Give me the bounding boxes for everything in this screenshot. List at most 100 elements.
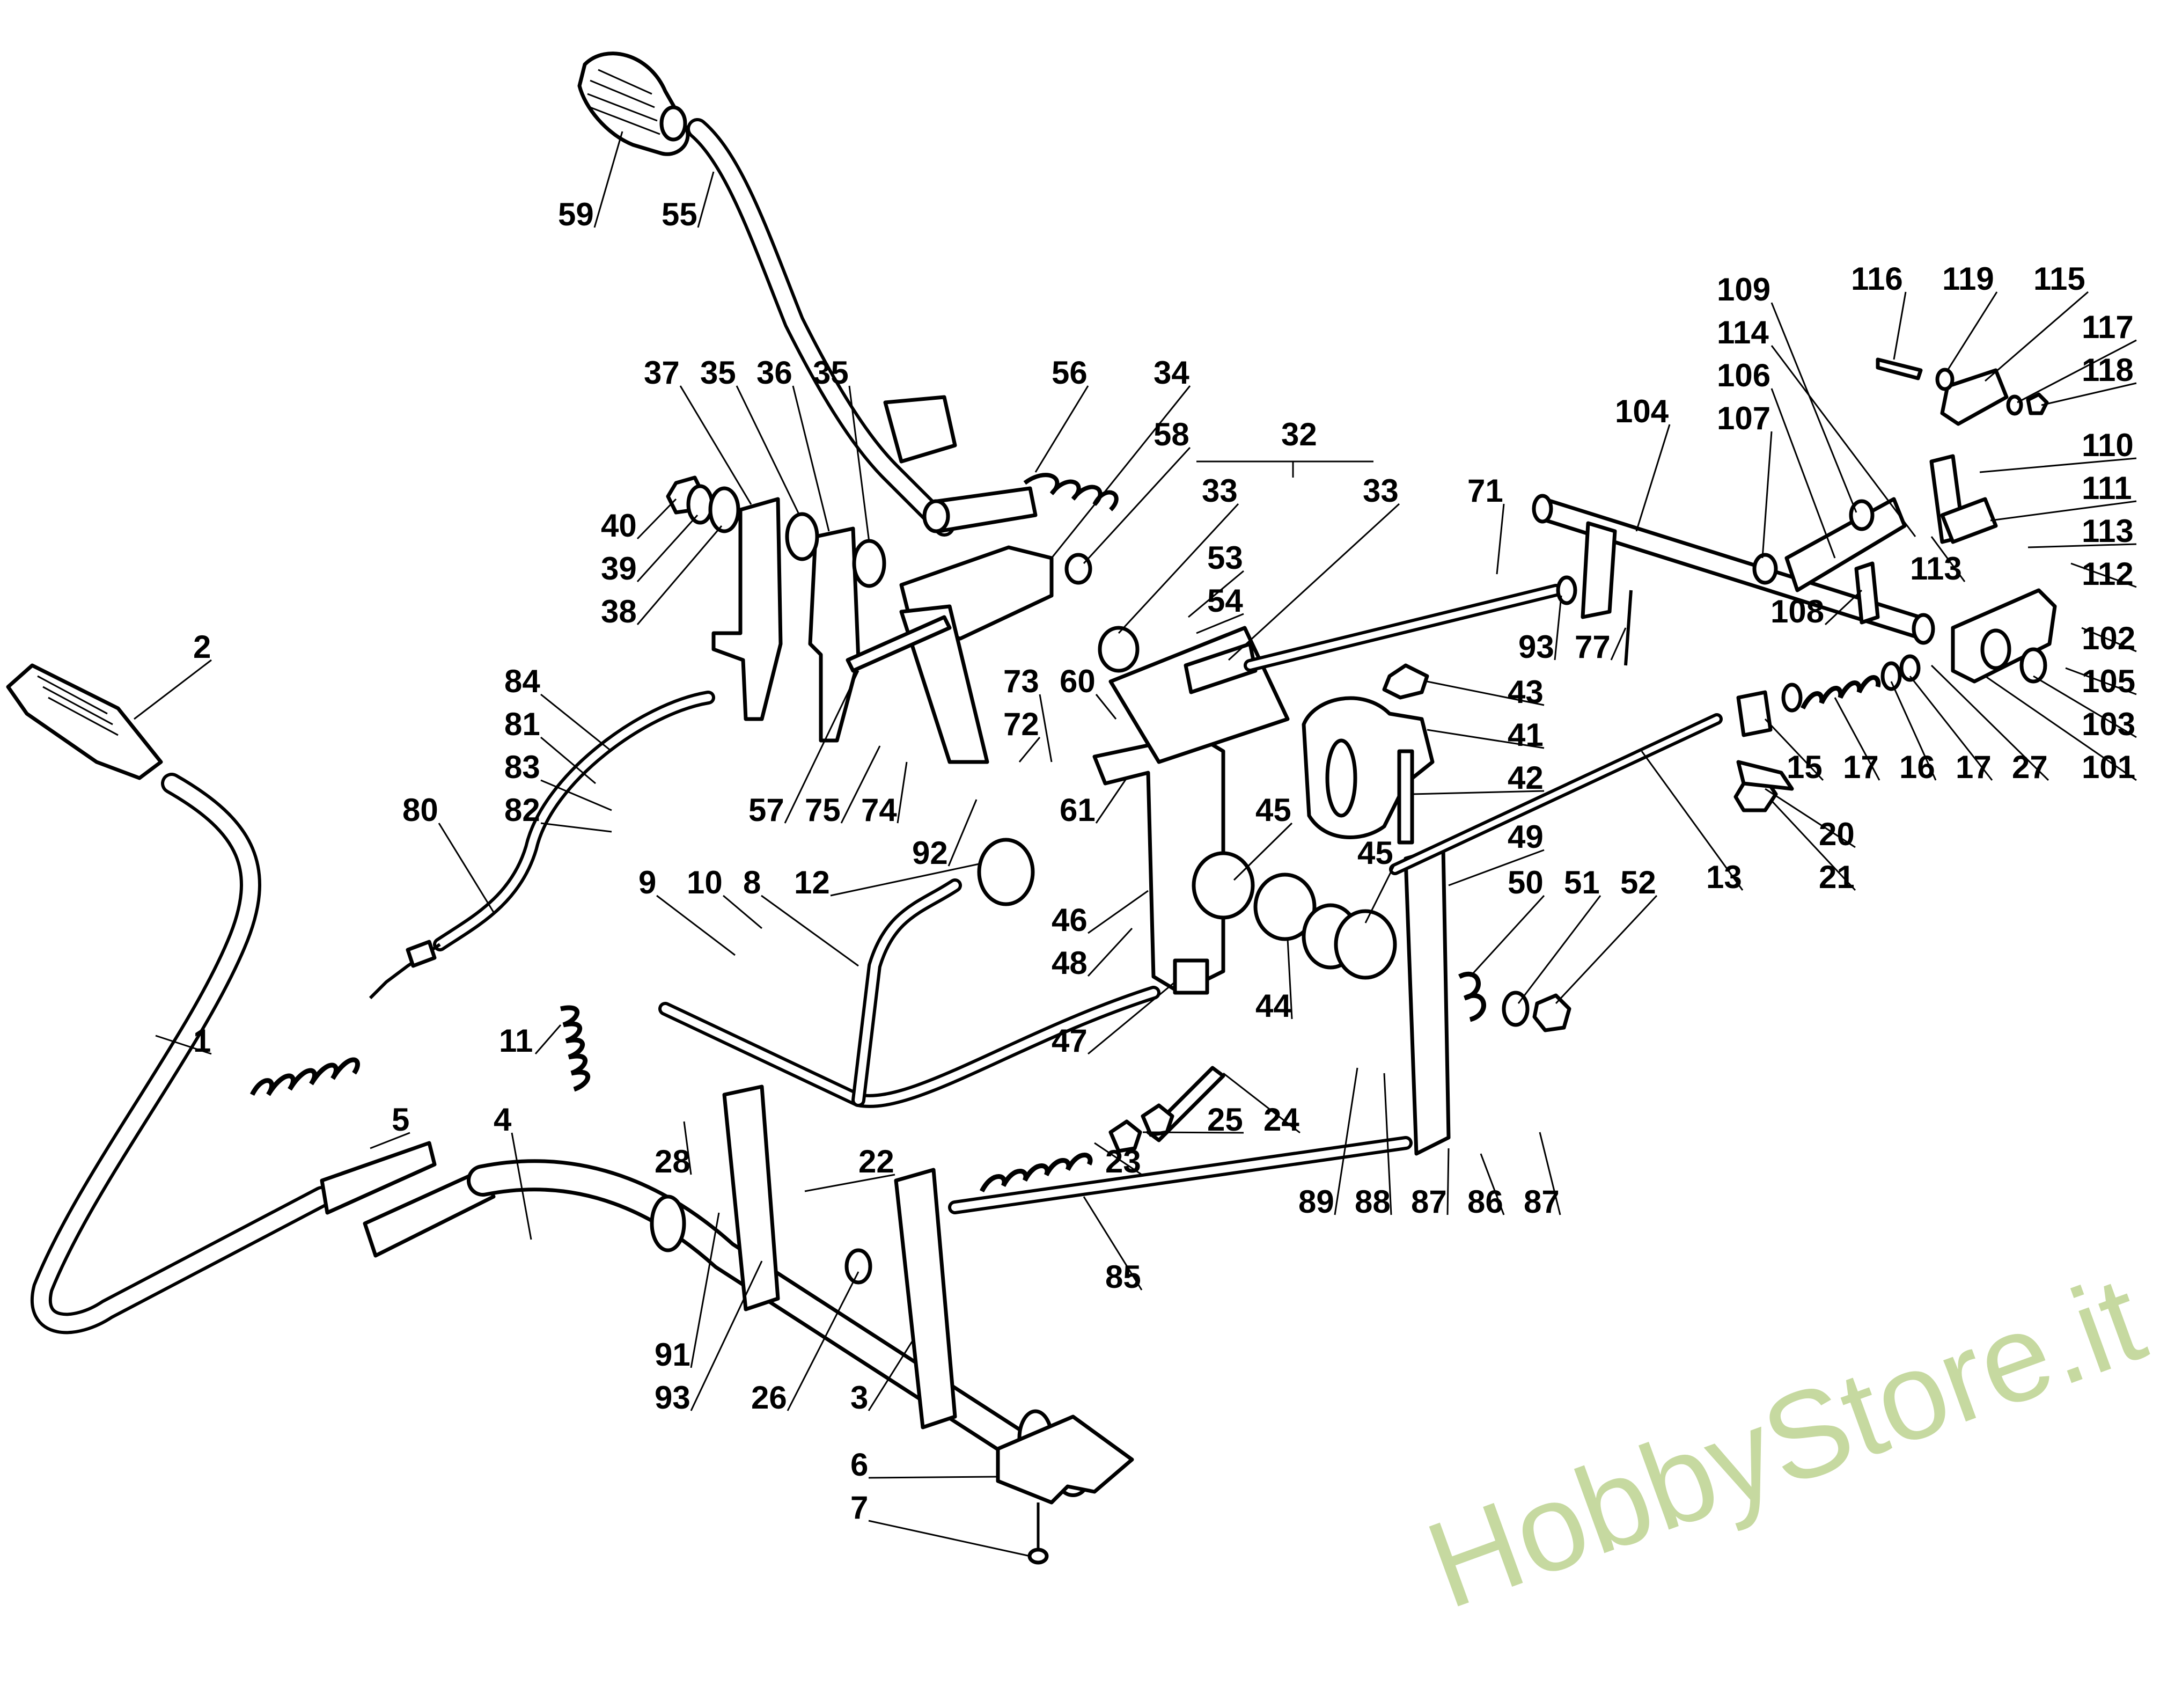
part-label-93: 93: [1518, 629, 1554, 665]
leader-line-116: [1893, 291, 1907, 360]
part-label-56: 56: [1052, 355, 1088, 391]
leader-line-51: [1517, 895, 1601, 1004]
part-label-43: 43: [1508, 674, 1544, 710]
leader-line-25: [1142, 1131, 1244, 1134]
part-label-88: 88: [1355, 1184, 1391, 1220]
part-label-118: 118: [2082, 352, 2134, 388]
part-label-109: 109: [1717, 272, 1770, 307]
leader-line-9: [656, 895, 736, 956]
leader-line-40: [636, 498, 677, 540]
part-label-53: 53: [1207, 540, 1243, 576]
spring-23: [979, 1153, 1093, 1193]
leader-line-60: [1095, 694, 1117, 720]
clevis-15: [1736, 690, 1773, 737]
leader-line-12: [830, 863, 980, 897]
cable-80: [249, 691, 715, 1096]
part-label-39: 39: [601, 551, 637, 587]
part-label-83: 83: [504, 749, 540, 785]
part-label-112: 112: [2082, 556, 2134, 592]
part-label-73: 73: [1003, 663, 1039, 699]
leader-line-112: [2070, 562, 2137, 588]
shaft-3: [467, 1084, 1134, 1565]
part-label-110: 110: [2082, 427, 2134, 463]
part-label-89: 89: [1298, 1184, 1334, 1220]
leader-line-61: [1095, 778, 1128, 824]
leader-line-4: [511, 1132, 532, 1240]
part-label-5: 5: [392, 1102, 409, 1138]
leader-line-109: [1770, 302, 1857, 513]
leader-lines: [134, 131, 2137, 1557]
leader-line-88: [1383, 1073, 1392, 1215]
part-label-48: 48: [1052, 945, 1088, 981]
part-label-47: 47: [1052, 1023, 1088, 1059]
center-frame: [1092, 575, 1577, 995]
part-label-80: 80: [402, 792, 438, 828]
leader-line-81: [540, 736, 596, 785]
hand-lever: [687, 118, 1038, 537]
leader-line-23: [1094, 1142, 1142, 1176]
cam-plate: [1302, 663, 1435, 845]
watermark: HobbyStore.it: [1410, 1249, 2160, 1634]
part-label-46: 46: [1052, 902, 1088, 938]
leader-line-107: [1761, 431, 1773, 559]
part-label-101: 101: [2082, 749, 2135, 785]
leader-line-26: [787, 1271, 859, 1411]
spring-56: [1023, 473, 1119, 511]
leader-line-33: [1118, 503, 1239, 634]
leader-line-102: [2081, 627, 2137, 653]
part-label-49: 49: [1508, 819, 1544, 855]
pin-109: [1849, 499, 1875, 531]
part-label-8: 8: [743, 864, 761, 900]
leader-line-87: [1539, 1132, 1561, 1215]
leader-line-1: [155, 1035, 212, 1055]
part-label-13: 13: [1706, 859, 1742, 895]
part-label-59: 59: [558, 196, 594, 232]
leader-line-36: [792, 385, 830, 532]
leader-line-54: [1196, 613, 1244, 634]
part-label-87: 87: [1411, 1184, 1447, 1220]
part-label-33: 33: [1202, 473, 1238, 509]
part-label-28: 28: [655, 1143, 690, 1179]
part-label-57: 57: [748, 792, 784, 828]
part-label-86: 86: [1467, 1184, 1503, 1220]
part-label-74: 74: [861, 792, 897, 828]
leader-line-3: [868, 1341, 913, 1411]
leader-line-58: [1083, 446, 1191, 565]
part-label-81: 81: [504, 706, 540, 742]
leader-line-38: [636, 525, 723, 625]
leader-line-8: [761, 895, 859, 967]
leader-line-111: [1990, 500, 2137, 522]
part-label-87: 87: [1524, 1184, 1560, 1220]
leader-line-28: [683, 1121, 692, 1175]
leader-line-71: [1496, 503, 1505, 575]
part-label-4: 4: [494, 1102, 512, 1138]
part-label-116: 116: [1851, 261, 1903, 297]
leader-line-34: [1050, 385, 1191, 559]
leader-line-77: [1610, 627, 1627, 661]
part-label-27: 27: [2012, 749, 2048, 785]
part-label-111: 111: [2082, 470, 2132, 506]
leader-line-56: [1034, 385, 1089, 473]
part-label-42: 42: [1508, 760, 1544, 796]
part-label-114: 114: [1717, 314, 1769, 350]
part-label-16: 16: [1899, 749, 1935, 785]
leader-line-110: [1979, 457, 2137, 473]
part-label-102: 102: [2082, 620, 2135, 656]
leader-line-15: [1764, 718, 1824, 781]
part-label-7: 7: [850, 1490, 868, 1526]
part-label-105: 105: [2082, 663, 2135, 699]
leader-line-73: [1039, 694, 1053, 763]
bolt-116: [1876, 357, 1923, 380]
leader-line-75: [840, 745, 881, 824]
leader-line-118: [2041, 382, 2137, 406]
leader-line-7: [868, 1520, 1031, 1557]
part-label-23: 23: [1105, 1143, 1141, 1179]
part-label-10: 10: [687, 864, 723, 900]
part-label-51: 51: [1564, 864, 1600, 900]
part-label-119: 119: [1942, 261, 1994, 297]
leader-line-27: [1930, 664, 2049, 781]
rod-8: [658, 838, 1160, 1108]
spring-11: [560, 1005, 591, 1092]
part-label-45: 45: [1255, 792, 1291, 828]
